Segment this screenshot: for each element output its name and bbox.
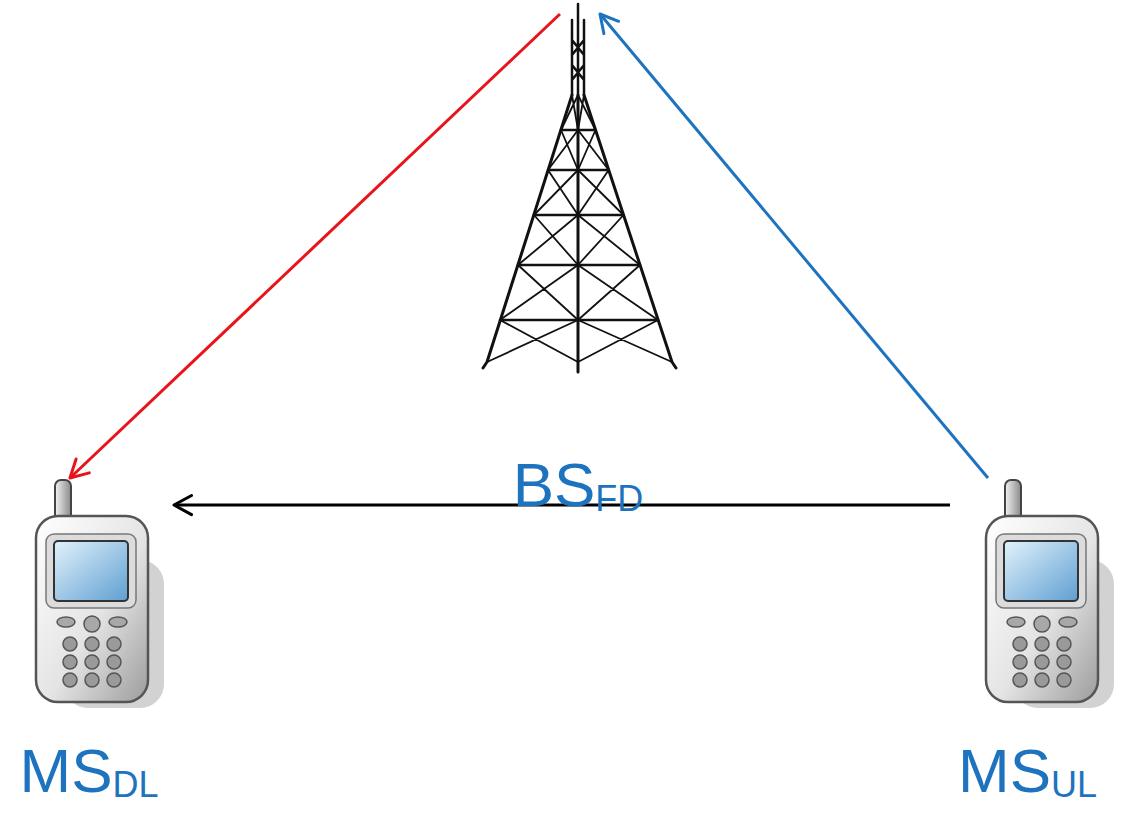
station-name: MS: [958, 736, 1051, 805]
base-station: BSFD: [468, 14, 688, 520]
station-label: MSUL: [958, 740, 1097, 803]
phone-icon: [986, 480, 1114, 708]
station-subscript: UL: [1051, 764, 1097, 805]
station-label: BSFD: [513, 454, 644, 517]
arrow-head: [174, 495, 192, 514]
signal-line: [70, 14, 560, 478]
station-label: MSDL: [19, 740, 158, 803]
station-name: MS: [19, 736, 112, 805]
mobile-station: MSDL: [4, 478, 174, 812]
mobile-station: MSUL: [950, 478, 1105, 812]
arrow-head: [600, 14, 619, 34]
signal-arrow: [600, 14, 988, 478]
station-subscript: FD: [595, 478, 643, 519]
signal-line: [600, 14, 988, 478]
phone-icon: [36, 480, 164, 708]
arrow-head: [70, 459, 89, 478]
station-name: BS: [513, 450, 596, 519]
signal-arrow: [70, 14, 560, 478]
station-subscript: DL: [112, 764, 158, 805]
